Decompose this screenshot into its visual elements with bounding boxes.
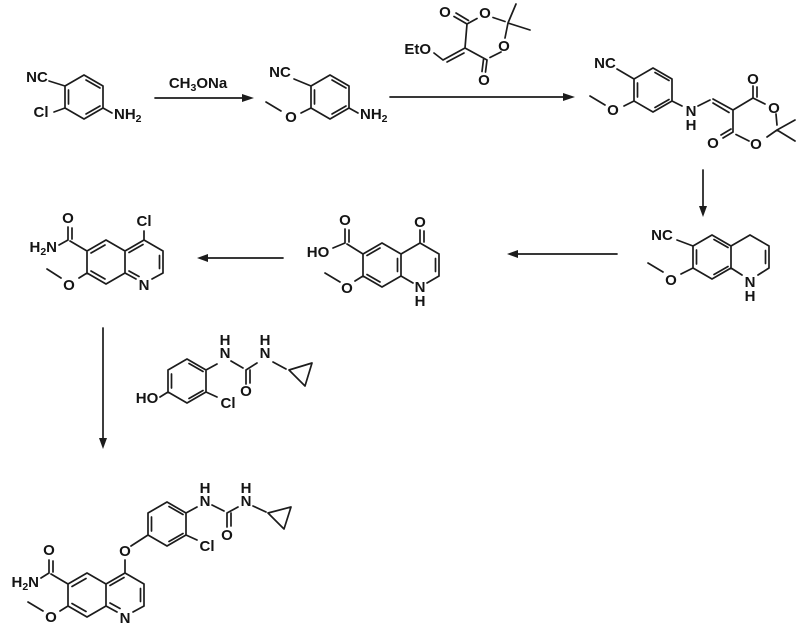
anilide-h-label: H	[220, 332, 231, 349]
arrow-head	[563, 93, 575, 101]
chloro-label: Cl	[137, 213, 152, 230]
anilide-n-label: N	[200, 493, 211, 510]
ring-oxygen-top-label: O	[479, 5, 491, 22]
structure-methoxy-amino-benzonitrile: NC O NH2	[265, 64, 388, 126]
carbonyl-oxygen-left-label: O	[439, 4, 451, 21]
amine-h-label: H	[686, 117, 697, 134]
structure-dihydroquinoline-carbonitrile: NC O N H	[647, 227, 770, 305]
chloro-label: Cl	[200, 538, 215, 555]
carbonyl-oxygen-bottom-label: O	[478, 72, 490, 89]
ring-nh-label: H	[415, 293, 426, 310]
chloro-label: Cl	[34, 104, 49, 121]
arrow-final-step	[99, 327, 107, 449]
ring-oxygen-right-label: O	[498, 38, 510, 55]
amine-label: NH2	[114, 106, 142, 125]
bond-lines	[647, 234, 770, 280]
double-bond-lines	[52, 505, 232, 613]
double-bond-lines	[170, 362, 251, 400]
arrow-step1: CH3ONa	[154, 75, 254, 102]
methoxy-oxygen-label: O	[665, 272, 677, 289]
amine-n-label: N	[686, 103, 697, 120]
double-bond-lines	[71, 227, 161, 280]
anilide-h-label: H	[200, 480, 211, 497]
amide-oxygen-label: O	[43, 542, 55, 559]
arrow-head	[507, 250, 518, 258]
ring-oxygen-top-label: O	[768, 100, 780, 117]
methoxy-oxygen-label: O	[45, 609, 57, 626]
structure-chloro-amino-benzonitrile: NC Cl NH2	[26, 69, 142, 125]
structure-chloro-quinoline-carboxamide: O H2N O Cl N	[29, 210, 164, 294]
ethoxy-label: EtO	[404, 41, 431, 58]
structure-oxo-quinoline-carboxylic-acid: O HO O O N H	[307, 212, 440, 310]
double-bond-lines	[695, 238, 767, 276]
bond-lines	[159, 358, 313, 404]
carbonyl-oxygen-bottom-label: O	[707, 135, 719, 152]
structure-ethoxymethylene-meldrums-acid: EtO O O O O	[404, 3, 531, 89]
amine-label: NH2	[360, 106, 388, 125]
bond-lines	[27, 501, 292, 618]
amide-oxygen-label: O	[62, 210, 74, 227]
carbonyl-oxygen-top-label: O	[747, 71, 759, 88]
bond-lines	[433, 3, 531, 73]
ring-nitrogen-label: N	[415, 279, 426, 296]
urea-oxygen-label: O	[240, 383, 252, 400]
double-bond-lines	[67, 79, 101, 115]
methoxy-oxygen-label: O	[341, 280, 353, 297]
cyclopropylamine-n-label: N	[241, 493, 252, 510]
ketone-oxygen-label: O	[414, 214, 426, 231]
chloro-label: Cl	[221, 395, 236, 412]
arrow-head	[197, 254, 208, 262]
bond-lines	[324, 228, 440, 288]
structure-chlorohydroxyphenyl-cyclopropyl-urea: HO Cl N H O N H	[136, 332, 313, 412]
bond-lines	[265, 74, 359, 120]
ring-oxygen-bottom-label: O	[750, 136, 762, 153]
amide-nh2-label: H2N	[11, 574, 39, 593]
methoxy-oxygen-label: O	[607, 102, 619, 119]
ring-nitrogen-label: N	[139, 277, 150, 294]
arrow-step2	[389, 93, 575, 101]
double-bond-lines	[446, 12, 485, 73]
bond-lines	[589, 67, 796, 142]
double-bond-lines	[313, 79, 347, 115]
double-bond-lines	[636, 71, 758, 136]
arrow-step4	[507, 250, 618, 258]
nitrile-label: NC	[26, 69, 48, 86]
arrow-head	[99, 438, 107, 449]
ring-nh-label: H	[745, 288, 756, 305]
cyclopropylamine-n-label: N	[260, 345, 271, 362]
acid-carbonyl-oxygen-label: O	[339, 212, 351, 229]
arrow-head	[699, 206, 707, 217]
methoxy-oxygen-label: O	[63, 277, 75, 294]
hydroxy-label: HO	[136, 390, 159, 407]
anilide-n-label: N	[220, 345, 231, 362]
amide-nh2-label: H2N	[29, 239, 57, 258]
ether-oxygen-label: O	[119, 543, 131, 560]
arrow-head	[242, 94, 254, 102]
reagent-label: CH3ONa	[169, 75, 228, 94]
structure-lenvatinib-product: O H2N O N O Cl N H O N H	[11, 480, 292, 627]
cyclopropylamine-h-label: H	[241, 480, 252, 497]
cyclopropylamine-h-label: H	[260, 332, 271, 349]
nitrile-label: NC	[594, 55, 616, 72]
bond-lines	[48, 74, 113, 120]
structure-anilinomethylene-meldrums-adduct: NC O N H O O O O	[589, 55, 796, 153]
methoxy-oxygen-label: O	[285, 109, 297, 126]
double-bond-lines	[348, 229, 437, 283]
ring-nitrogen-label: N	[745, 274, 756, 291]
bond-lines	[46, 226, 164, 285]
nitrile-label: NC	[269, 64, 291, 81]
arrow-step5	[197, 254, 284, 262]
quinoline-nitrogen-label: N	[120, 610, 131, 627]
nitrile-label: NC	[651, 227, 673, 244]
arrow-step3	[699, 169, 707, 217]
acid-hydroxyl-label: HO	[307, 244, 330, 261]
urea-oxygen-label: O	[221, 527, 233, 544]
